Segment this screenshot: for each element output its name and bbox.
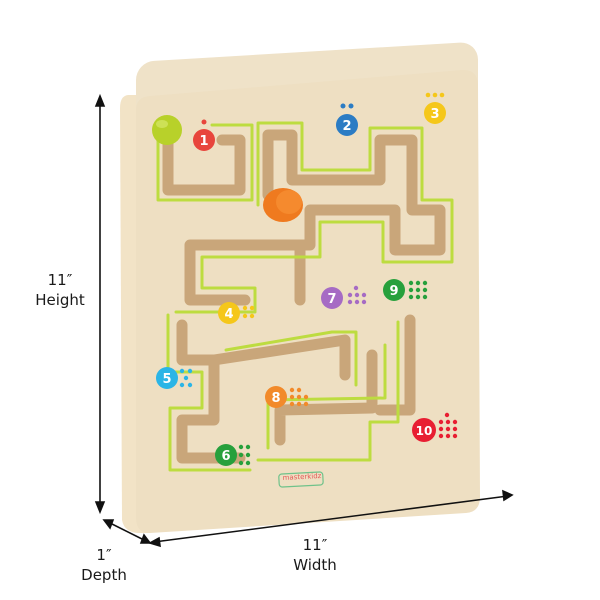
green-ball-piece xyxy=(152,115,182,145)
svg-text:4: 4 xyxy=(224,307,233,322)
depth-caption: Depth xyxy=(81,566,127,584)
svg-text:9: 9 xyxy=(389,284,398,299)
width-caption: Width xyxy=(293,556,337,574)
dot-groups xyxy=(179,280,458,466)
depth-value: 1″ xyxy=(96,546,112,564)
maze-grooves xyxy=(162,129,446,464)
svg-text:1: 1 xyxy=(199,134,208,149)
height-value: 11″ xyxy=(47,271,73,289)
svg-text:2: 2 xyxy=(342,119,351,134)
svg-text:6: 6 xyxy=(221,449,230,464)
depth-label: 1″ Depth xyxy=(74,545,134,585)
height-caption: Height xyxy=(35,291,85,309)
width-label: 11″ Width xyxy=(285,535,345,575)
svg-text:3: 3 xyxy=(430,107,439,122)
svg-text:10: 10 xyxy=(416,424,433,438)
dimension-arrows xyxy=(94,93,514,548)
svg-text:7: 7 xyxy=(327,292,336,307)
width-value: 11″ xyxy=(302,536,328,554)
height-label: 11″ Height xyxy=(30,270,90,310)
svg-text:8: 8 xyxy=(271,391,280,406)
number-badges: 1 2 3 4 7 9 5 8 6 10 xyxy=(156,92,446,466)
brand-logo-frame xyxy=(278,471,324,488)
maze-guide-lines xyxy=(156,118,454,472)
svg-text:5: 5 xyxy=(162,372,171,387)
